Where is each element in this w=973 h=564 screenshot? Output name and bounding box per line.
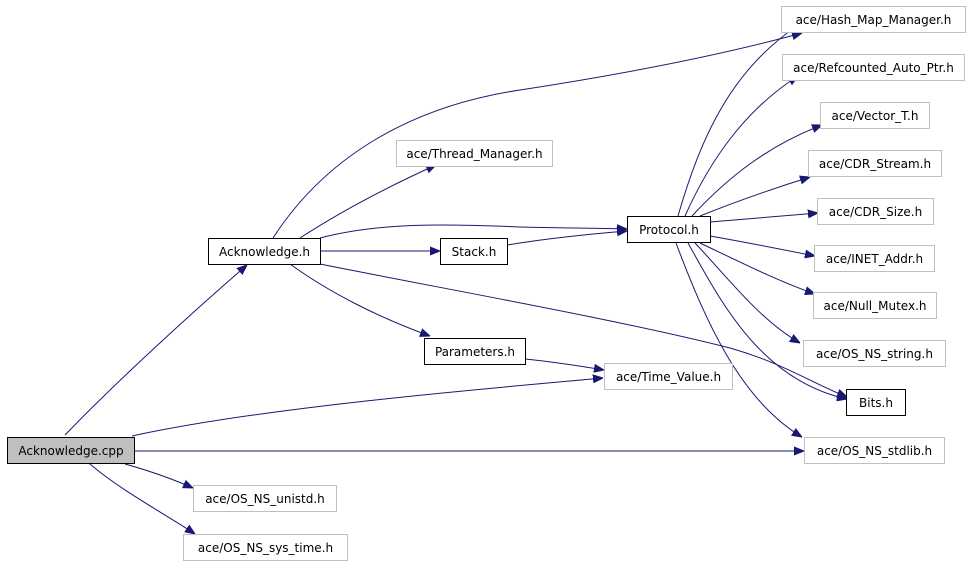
edge-protocol-h-to-null-mutex-h [699, 242, 815, 294]
node-acknowledge-cpp: Acknowledge.cpp [7, 437, 135, 464]
node-protocol-h[interactable]: Protocol.h [627, 216, 711, 243]
node-refcounted-auto-ptr-h[interactable]: ace/Refcounted_Auto_Ptr.h [782, 54, 965, 81]
node-null-mutex-h[interactable]: ace/Null_Mutex.h [813, 292, 937, 319]
node-vector-t-h[interactable]: ace/Vector_T.h [820, 102, 930, 129]
node-inet-addr-h[interactable]: ace/INET_Addr.h [814, 245, 935, 272]
node-time-value-h[interactable]: ace/Time_Value.h [604, 363, 733, 390]
node-os-ns-unistd-h[interactable]: ace/OS_NS_unistd.h [193, 485, 337, 512]
edge-protocol-h-to-hash-map-manager-h [677, 24, 800, 217]
node-cdr-size-h[interactable]: ace/CDR_Size.h [817, 198, 934, 225]
edge-parameters-h-to-time-value-h [524, 358, 604, 370]
node-acknowledge-h[interactable]: Acknowledge.h [208, 238, 321, 265]
edge-protocol-h-to-cdr-stream-h [699, 177, 810, 217]
edge-acknowledge-cpp-to-acknowledge-h [64, 265, 247, 436]
edge-acknowledge-cpp-to-time-value-h [131, 378, 603, 437]
edge-protocol-h-to-refcounted-auto-ptr-h [684, 76, 798, 217]
edge-protocol-h-to-vector-t-h [691, 125, 822, 217]
edge-acknowledge-h-to-hash-map-manager-h [272, 33, 802, 239]
node-thread-manager-h[interactable]: ace/Thread_Manager.h [396, 140, 553, 167]
node-os-ns-stdlib-h[interactable]: ace/OS_NS_stdlib.h [804, 437, 945, 464]
node-parameters-h[interactable]: Parameters.h [424, 338, 526, 365]
edge-acknowledge-h-to-protocol-h [319, 225, 627, 239]
node-stack-h[interactable]: Stack.h [440, 238, 508, 265]
node-hash-map-manager-h[interactable]: ace/Hash_Map_Manager.h [781, 6, 966, 33]
edge-stack-h-to-protocol-h [506, 231, 627, 246]
edge-protocol-h-to-os-ns-string-h [694, 242, 800, 343]
node-os-ns-string-h[interactable]: ace/OS_NS_string.h [803, 340, 946, 367]
edge-protocol-h-to-os-ns-stdlib-h [675, 242, 802, 437]
edge-protocol-h-to-bits-h [687, 242, 847, 399]
node-cdr-stream-h[interactable]: ace/CDR_Stream.h [808, 150, 942, 177]
edge-protocol-h-to-cdr-size-h [709, 213, 818, 223]
node-bits-h[interactable]: Bits.h [846, 389, 906, 416]
edge-acknowledge-h-to-thread-manager-h [299, 165, 436, 239]
edge-acknowledge-h-to-bits-h [319, 263, 847, 397]
edge-acknowledge-h-to-parameters-h [289, 263, 430, 336]
edge-acknowledge-cpp-to-os-ns-sys-time-h [89, 463, 195, 534]
edge-acknowledge-cpp-to-os-ns-unistd-h [124, 463, 193, 488]
node-os-ns-sys-time-h[interactable]: ace/OS_NS_sys_time.h [183, 534, 348, 561]
edge-protocol-h-to-inet-addr-h [709, 235, 815, 256]
